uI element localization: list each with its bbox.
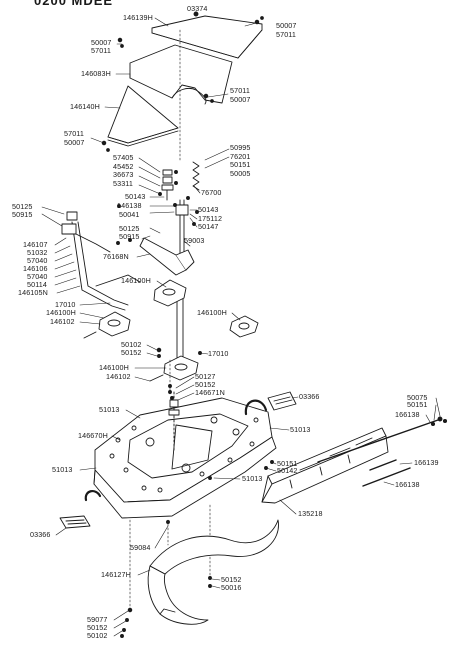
part-label: 50151 [277, 459, 298, 468]
part-label: 50152 [87, 623, 108, 632]
part-label: 146670H [78, 431, 108, 440]
part-label: 50075 [407, 393, 428, 402]
part-label: 76201 [230, 152, 251, 161]
part-label: 146102 [50, 317, 75, 326]
part-label: 51013 [290, 425, 311, 434]
part-label: 50995 [230, 143, 251, 152]
part-label: 36673 [113, 170, 134, 179]
part-label: 51013 [99, 405, 120, 414]
part-label: 146100H [46, 308, 76, 317]
part-label: 50016 [221, 583, 242, 592]
part-label: 146105N [18, 288, 48, 297]
part-label: 50007 [64, 138, 85, 147]
lower-cover [107, 85, 179, 147]
middle-cover [129, 44, 233, 105]
part-label: 57040 [27, 256, 48, 265]
leader-lines [41, 17, 441, 637]
part-label: 50152 [221, 575, 242, 584]
part-label: 50041 [119, 210, 140, 219]
top-hardware [101, 16, 264, 152]
part-label: 76168N [103, 252, 129, 261]
part-label: 57011 [64, 129, 84, 138]
part-label: 50142 [277, 466, 298, 475]
curved-shield [147, 519, 279, 625]
part-label: 50005 [230, 169, 251, 178]
main-deck [84, 397, 277, 519]
decal-plates [59, 391, 297, 529]
part-label: 146671N [195, 388, 225, 397]
diagram-header: 0200 MDEE [34, 0, 114, 8]
part-label: 135218 [298, 509, 323, 518]
part-label: 146100H [197, 308, 227, 317]
part-label: 50143 [125, 192, 146, 201]
pivot-brackets [83, 279, 259, 382]
part-label: 166138 [395, 410, 420, 419]
part-label: 57040 [27, 272, 48, 281]
part-label: 50152 [195, 380, 216, 389]
part-label: 50915 [119, 232, 140, 241]
part-label: 50147 [198, 222, 219, 231]
part-label: 50114 [27, 280, 47, 289]
part-label: 57011 [91, 46, 111, 55]
part-label: 17010 [55, 300, 76, 309]
part-label: 146140H [70, 102, 100, 111]
part-label: 50125 [119, 224, 140, 233]
part-label: 76700 [201, 188, 222, 197]
part-label: 50007 [91, 38, 112, 47]
part-label: 59077 [87, 615, 108, 624]
side-rail [261, 427, 389, 504]
part-label: 50151 [407, 400, 428, 409]
part-label: 146138 [117, 201, 142, 210]
part-label: 45452 [113, 162, 134, 171]
long-rods [317, 416, 448, 487]
part-label: 50915 [12, 210, 33, 219]
part-label: 166138 [395, 480, 420, 489]
part-label: 50143 [198, 205, 219, 214]
part-label: 53311 [113, 179, 133, 188]
part-label: 50151 [230, 160, 251, 169]
part-label: 50102 [87, 631, 108, 640]
part-label: 51013 [242, 474, 263, 483]
center-pin [168, 391, 180, 451]
part-label: 50007 [276, 21, 297, 30]
part-label: 146100H [121, 276, 151, 285]
part-label: 03366 [30, 530, 51, 539]
steering-column [139, 161, 200, 363]
part-label: 57011 [230, 86, 250, 95]
part-label: 03366 [299, 392, 320, 401]
part-label: 146127H [101, 570, 131, 579]
part-label: 166139 [414, 458, 439, 467]
part-label: 50007 [230, 95, 251, 104]
part-label: 146102 [106, 372, 131, 381]
part-label: 146106 [23, 264, 48, 273]
part-label: 50152 [121, 348, 142, 357]
part-label: 146083H [81, 69, 111, 78]
part-label: 51032 [27, 248, 48, 257]
part-label: 17010 [208, 349, 229, 358]
part-label: 146139H [123, 13, 153, 22]
top-cover-plate [151, 11, 263, 59]
part-label: 59084 [130, 543, 151, 552]
part-label: 03374 [187, 4, 208, 13]
part-label: 57011 [276, 30, 296, 39]
part-label: 146100H [99, 363, 129, 372]
part-label: 175112 [198, 214, 223, 223]
part-label: 50125 [12, 202, 33, 211]
part-label: 51013 [52, 465, 73, 474]
part-label: 50127 [195, 372, 216, 381]
part-label: 59003 [184, 236, 205, 245]
part-label: 146107 [23, 240, 48, 249]
left-linkage [61, 211, 141, 311]
part-label: 50102 [121, 340, 142, 349]
part-label: 57405 [113, 153, 134, 162]
